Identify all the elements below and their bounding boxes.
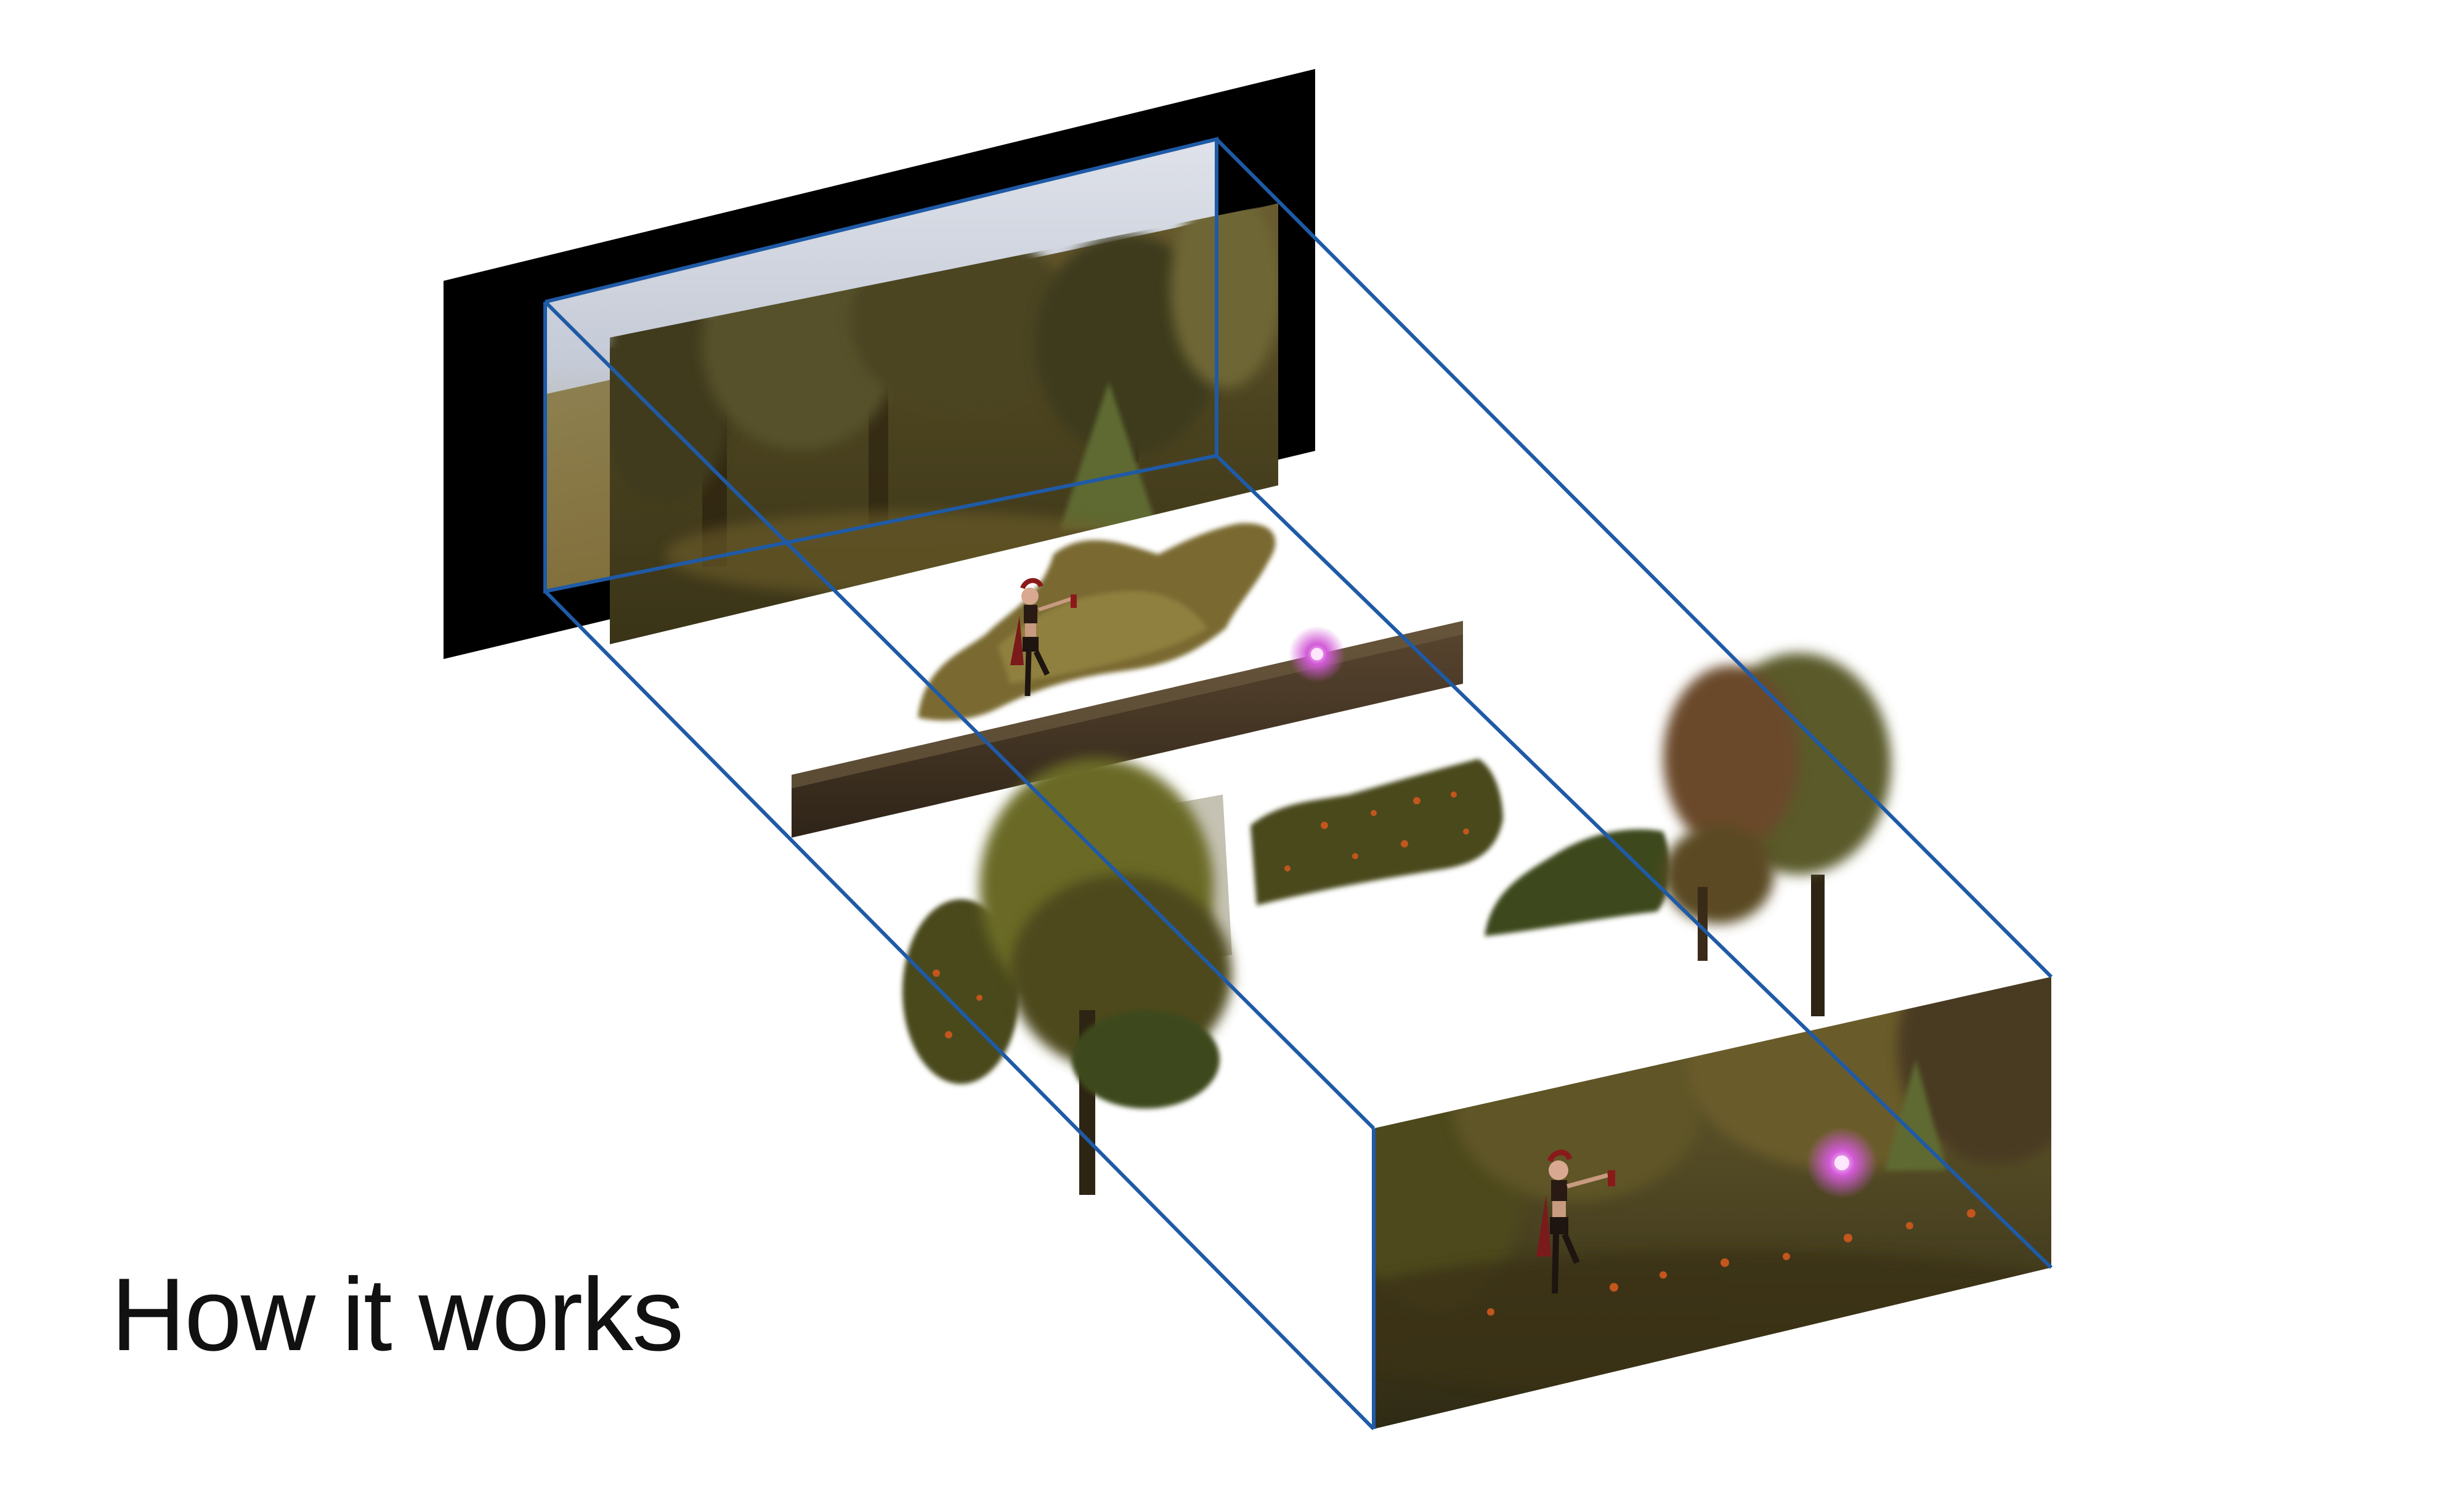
right-bush (1485, 829, 1670, 936)
hedge-flowers (1284, 791, 1469, 872)
guide-line-bottom-right (1215, 454, 2053, 1269)
guide-lines (543, 137, 2053, 1431)
middle-ground-layer (792, 523, 1463, 838)
guide-line-bottom-left (543, 589, 1376, 1431)
orange-bush-hedge (1250, 759, 1503, 905)
right-tree (1663, 653, 1891, 1016)
backing-frame-outline (543, 137, 1218, 594)
diagram-caption: How it works (111, 1256, 684, 1372)
composite-character (1536, 1149, 1615, 1294)
character-figure (1010, 578, 1077, 697)
left-tree (902, 758, 1232, 1195)
foreground-layer (902, 653, 1891, 1195)
ground-strip (792, 621, 1463, 838)
guide-line-top-left (543, 300, 1376, 1130)
composite-frame-layer (1374, 977, 2051, 1429)
guide-line-top-right (1215, 137, 2053, 979)
